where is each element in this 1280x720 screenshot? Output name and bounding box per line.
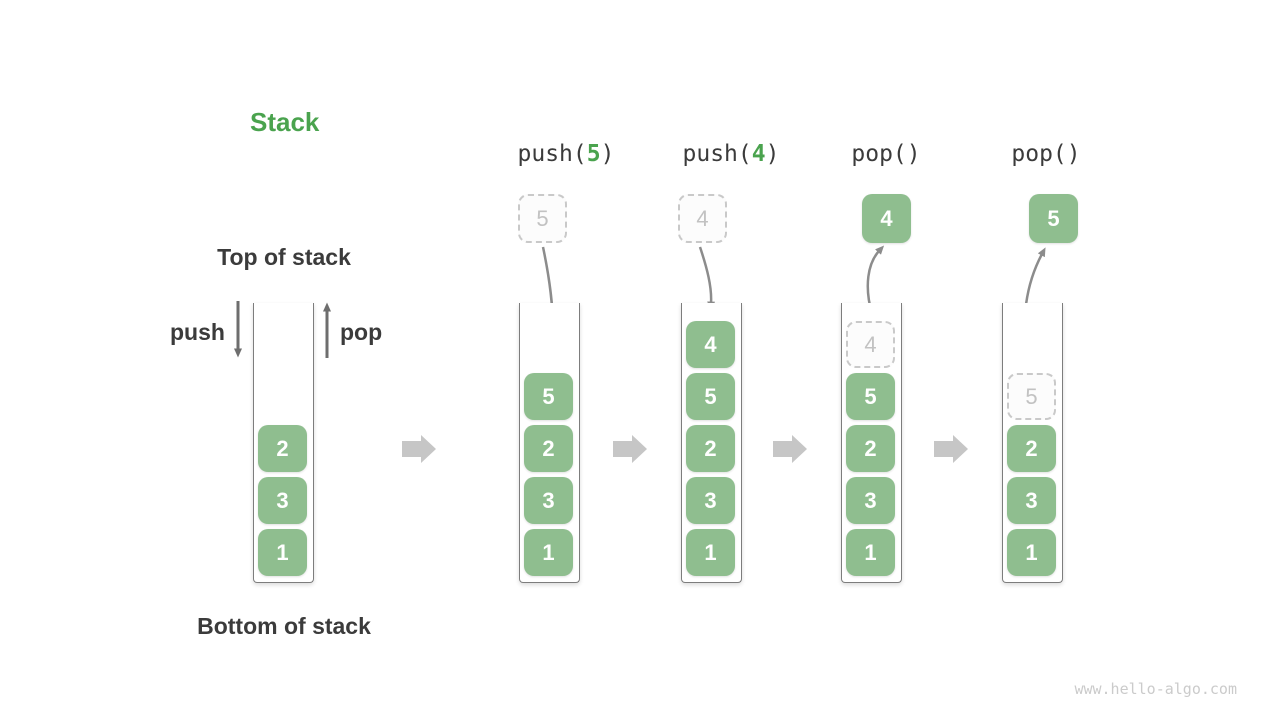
push-label: push	[170, 319, 225, 345]
stack-cell: 5	[686, 373, 735, 420]
operation-label-arg: 4	[751, 141, 766, 167]
stack-cell: 4	[686, 321, 735, 368]
bottom-of-stack-label: Bottom of stack	[197, 613, 371, 639]
operation-label-push-5: push(5)	[518, 141, 615, 167]
stack-cell: 3	[1007, 477, 1056, 524]
stack-cell: 1	[686, 529, 735, 576]
stack-cell-ghost: 4	[846, 321, 895, 368]
stack-cell: 2	[686, 425, 735, 472]
step-arrow-icon	[773, 435, 807, 463]
stack-cell: 2	[258, 425, 307, 472]
operation-label-pop-second: pop()	[1011, 141, 1080, 167]
operation-label-push-4: push(4)	[683, 141, 780, 167]
stack-cell: 2	[1007, 425, 1056, 472]
stack-cell: 3	[524, 477, 573, 524]
stack-cell: 5	[846, 373, 895, 420]
stack-cell: 1	[524, 529, 573, 576]
operation-label-pop-first: pop()	[851, 141, 920, 167]
stack-cell: 1	[1007, 529, 1056, 576]
stack-container-during-pop-4: 4 5 2 3 1	[841, 303, 902, 583]
stack-cell: 2	[524, 425, 573, 472]
floating-element-solid: 4	[862, 194, 911, 243]
stack-cell-ghost: 5	[1007, 373, 1056, 420]
operation-label-pre: pop()	[1011, 141, 1081, 167]
stack-cell: 2	[846, 425, 895, 472]
floating-element-ghost: 4	[678, 194, 727, 243]
floating-element-ghost: 5	[518, 194, 567, 243]
step-arrow-icon	[402, 435, 436, 463]
stack-container-during-pop-5: 5 2 3 1	[1002, 303, 1063, 583]
operation-label-pre: pop()	[851, 141, 921, 167]
operation-label-post: )	[765, 141, 780, 167]
stack-cell: 3	[846, 477, 895, 524]
operation-label-post: )	[600, 141, 615, 167]
pop-label: pop	[340, 319, 383, 345]
stack-container-after-push-5: 5 2 3 1	[519, 303, 580, 583]
stack-cell: 3	[686, 477, 735, 524]
stack-container-after-push-4: 4 5 2 3 1	[681, 303, 742, 583]
operation-label-pre: push(	[682, 141, 752, 167]
push-4-motion-arrow	[698, 246, 716, 311]
stack-cell: 1	[846, 529, 895, 576]
operation-label-arg: 5	[586, 141, 601, 167]
watermark: www.hello-algo.com	[1074, 680, 1237, 698]
step-arrow-icon	[613, 435, 647, 463]
top-of-stack-label: Top of stack	[217, 244, 351, 270]
stack-cell: 3	[258, 477, 307, 524]
floating-element-solid: 5	[1029, 194, 1078, 243]
stack-cell: 5	[524, 373, 573, 420]
stack-container-initial: 2 3 1	[253, 303, 314, 583]
step-arrow-icon	[934, 435, 968, 463]
diagram-title: Stack	[250, 107, 320, 137]
operation-label-pre: push(	[517, 141, 587, 167]
stack-cell: 1	[258, 529, 307, 576]
